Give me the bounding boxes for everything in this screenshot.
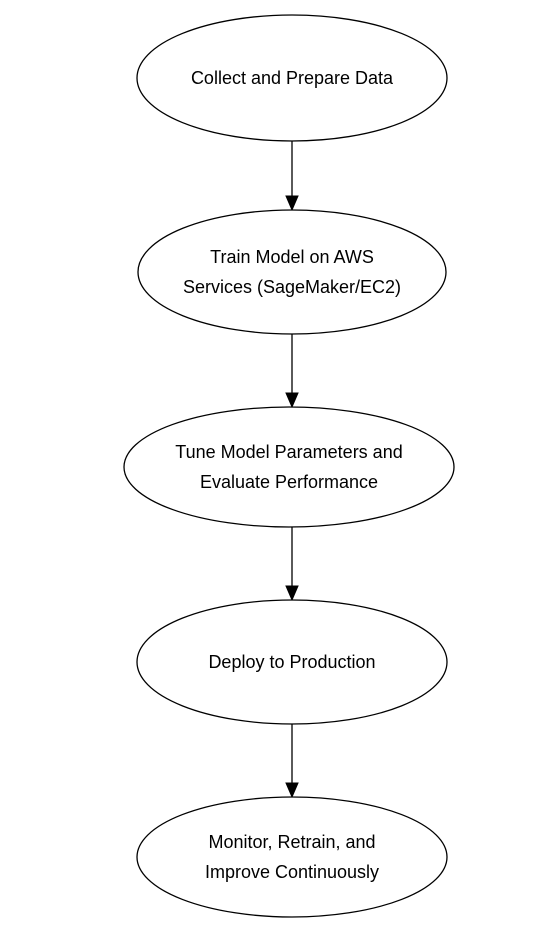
arrowhead-icon	[285, 782, 299, 799]
edge-collect-to-train	[285, 141, 299, 212]
edge-tune-to-deploy	[285, 527, 299, 602]
node-ellipse	[123, 406, 455, 528]
node-ellipse	[136, 796, 448, 918]
arrowhead-icon	[285, 392, 299, 409]
edges	[285, 141, 299, 799]
node-label: Tune Model Parameters and	[175, 442, 402, 462]
node-label: Train Model on AWS	[210, 247, 374, 267]
node-label: Evaluate Performance	[200, 472, 378, 492]
node-label: Services (SageMaker/EC2)	[183, 277, 401, 297]
node-ellipse	[136, 14, 448, 142]
node-deploy: Deploy to Production	[136, 599, 448, 725]
node-label: Collect and Prepare Data	[191, 68, 394, 88]
edge-deploy-to-monitor	[285, 724, 299, 799]
node-label: Monitor, Retrain, and	[208, 832, 375, 852]
node-label: Improve Continuously	[205, 862, 379, 882]
node-label: Deploy to Production	[208, 652, 375, 672]
edge-train-to-tune	[285, 334, 299, 409]
arrowhead-icon	[285, 195, 299, 212]
node-collect: Collect and Prepare Data	[136, 14, 448, 142]
node-train: Train Model on AWS Services (SageMaker/EC…	[137, 209, 447, 335]
node-ellipse	[136, 599, 448, 725]
arrowhead-icon	[285, 585, 299, 602]
node-ellipse	[137, 209, 447, 335]
